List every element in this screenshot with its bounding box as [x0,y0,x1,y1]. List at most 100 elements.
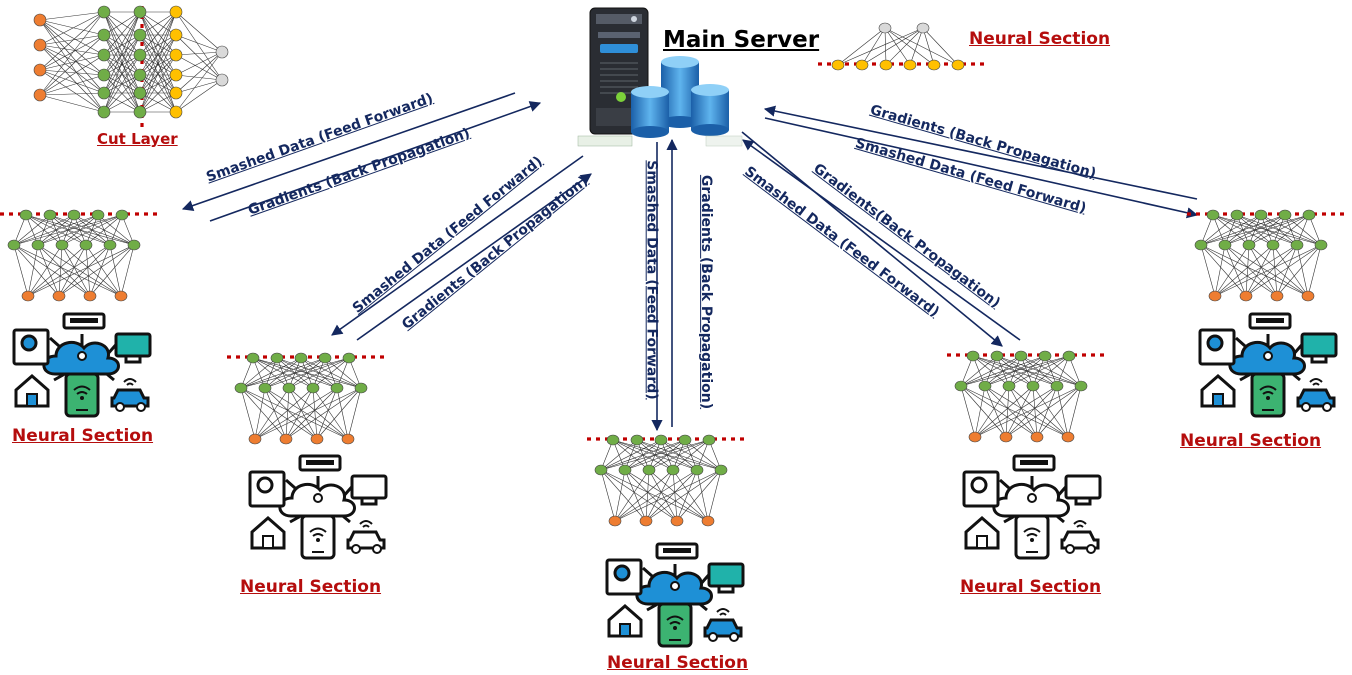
neuron [618,464,632,476]
neuron [354,382,368,394]
c4-backward-arrow [742,139,1021,341]
neuron [831,59,845,71]
neuron [114,290,128,302]
neuron [654,434,668,446]
phone-icon [64,372,100,418]
neuron [215,73,229,87]
neuron [701,515,715,527]
client-1-network [0,209,158,302]
neuron [702,434,716,446]
c1-backward-arrow [209,101,542,222]
neuron [318,352,332,364]
neuron [248,433,262,445]
client-3-network [587,434,745,527]
house-icon [14,374,50,408]
neuron [33,63,47,77]
car-icon [346,530,386,550]
neuron [19,209,33,221]
neuron [714,464,728,476]
client-4-devices [962,454,1102,560]
neuron [97,68,111,82]
neuron [1194,239,1208,251]
neuron [639,515,653,527]
neuron [133,5,147,19]
neuron [97,48,111,62]
neuron [169,68,183,82]
neuron [7,239,21,251]
neuron [282,382,296,394]
monitor-icon [707,562,745,588]
neuron [97,28,111,42]
neuron [1302,209,1316,221]
neuron [169,5,183,19]
client-2-devices [248,454,388,560]
wifi-icon [1309,378,1323,386]
neuron [133,105,147,119]
neuron [678,434,692,446]
neuron [1038,350,1052,362]
neuron [690,464,704,476]
neuron [33,38,47,52]
phone-icon [300,514,336,560]
neuron [1026,380,1040,392]
monitor-icon [350,474,388,500]
neuron [133,48,147,62]
neuron [21,290,35,302]
house-icon [250,516,286,550]
client-4-network [947,350,1105,443]
neuron [1230,209,1244,221]
neuron [1242,239,1256,251]
c5-backward-arrow [763,105,1198,200]
neuron [666,464,680,476]
neuron [670,515,684,527]
main-server-title: Main Server [663,27,820,53]
neuron [1061,431,1075,443]
neuron [1062,350,1076,362]
cut-layer-network [33,5,229,128]
neuron [606,434,620,446]
client-1-devices [12,312,152,418]
house-icon [964,516,1000,550]
car-icon [1060,530,1100,550]
neuron [279,433,293,445]
neuron [855,59,869,71]
neuron [1239,290,1253,302]
neuron [234,382,248,394]
neuron [115,209,129,221]
neuron [97,5,111,19]
neuron [43,209,57,221]
neuron [1278,209,1292,221]
car-icon [703,618,743,638]
neuron [903,59,917,71]
phone-icon [1014,514,1050,560]
neuron [999,431,1013,443]
neuron [1218,239,1232,251]
neuron [67,209,81,221]
neuron [83,290,97,302]
monitor-icon [1300,332,1338,358]
neuron [1290,239,1304,251]
neuron [1014,350,1028,362]
wifi-icon [1073,520,1087,528]
neuron [169,48,183,62]
c4-forward-arrow [741,131,1003,347]
neuron [978,380,992,392]
neuron [169,86,183,100]
main-server-icon [577,7,743,147]
neuron [1254,209,1268,221]
neuron [91,209,105,221]
client-2-network [227,352,385,445]
wifi-icon [359,520,373,528]
car-icon [110,388,150,408]
neuron [215,45,229,59]
neuron [33,88,47,102]
neuron [103,239,117,251]
neuron [966,350,980,362]
neuron [310,433,324,445]
neuron [927,59,941,71]
client-2-neural-section-label: Neural Section [240,577,382,597]
server-section-network [818,22,985,71]
neuron [169,28,183,42]
phone-icon [657,602,693,648]
